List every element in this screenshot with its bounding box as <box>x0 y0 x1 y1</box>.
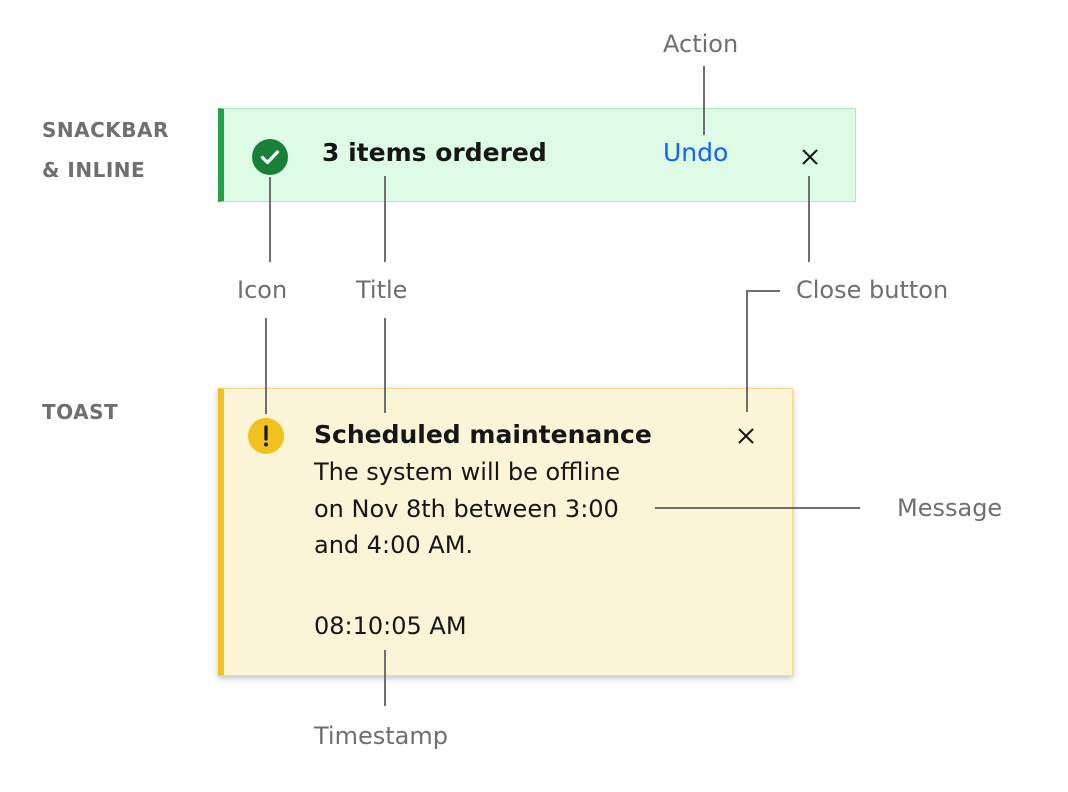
undo-action-link[interactable]: Undo <box>663 138 729 167</box>
annotation-icon: Icon <box>237 276 288 304</box>
leader-line-icon-snackbar <box>269 177 271 262</box>
snackbar-close-button[interactable] <box>799 146 821 168</box>
snackbar-title: 3 items ordered <box>322 138 547 167</box>
section-label-snackbar: SNACKBAR & INLINE <box>42 110 169 190</box>
toast-message-line: on Nov 8th between 3:00 <box>314 494 619 523</box>
toast-close-button[interactable] <box>735 425 757 447</box>
leader-line-title-snackbar <box>384 176 386 262</box>
toast-message-line: The system will be offline <box>314 458 621 486</box>
section-label-toast: TOAST <box>42 400 119 424</box>
leader-line-title-toast <box>384 318 386 413</box>
close-icon <box>802 149 818 165</box>
annotation-close-button: Close button <box>796 276 949 304</box>
leader-line-close-toast-v <box>746 290 748 412</box>
snackbar-notification <box>218 108 856 202</box>
close-icon <box>738 428 754 444</box>
toast-message: The system will be offline on Nov 8th be… <box>314 454 620 564</box>
annotation-timestamp: Timestamp <box>314 722 448 750</box>
toast-notification <box>218 388 793 676</box>
toast-title: Scheduled maintenance <box>314 420 652 449</box>
leader-line-timestamp <box>384 650 386 706</box>
warning-filled-icon <box>248 418 284 454</box>
checkmark-icon <box>260 150 280 165</box>
checkmark-filled-icon <box>252 139 288 175</box>
section-label-snackbar-line1: SNACKBAR <box>42 118 169 142</box>
annotation-message: Message <box>897 494 1003 522</box>
leader-line-action <box>703 66 705 135</box>
leader-line-close-snackbar <box>808 176 810 262</box>
toast-message-line: and 4:00 AM. <box>314 531 474 559</box>
leader-line-icon-toast <box>265 318 267 414</box>
annotation-action: Action <box>663 30 739 58</box>
leader-line-message <box>655 507 860 509</box>
section-label-snackbar-line2: & INLINE <box>42 158 146 182</box>
exclamation-icon <box>264 425 268 447</box>
annotation-title: Title <box>356 276 408 304</box>
leader-line-close-toast-h <box>746 290 780 292</box>
toast-timestamp: 08:10:05 AM <box>314 612 467 640</box>
